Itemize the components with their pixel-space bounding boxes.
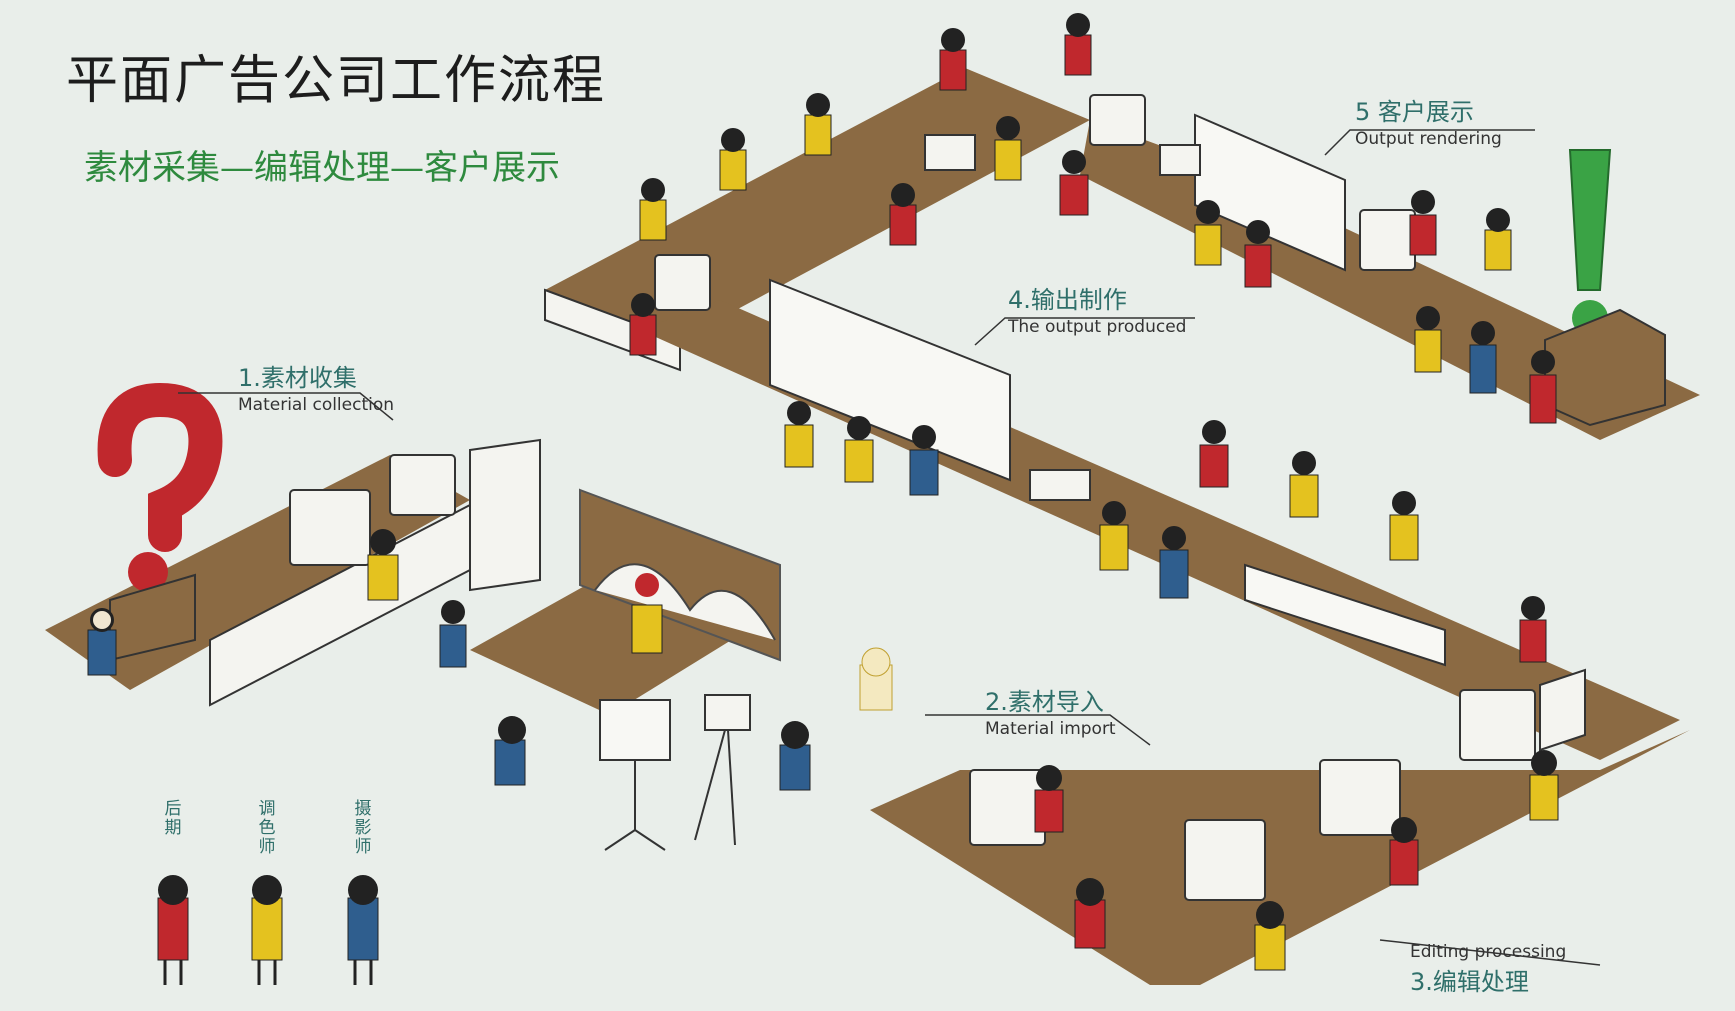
camera-icon: [695, 695, 750, 845]
role-label-colorist: 调色师: [255, 800, 279, 857]
question-mark-icon: [110, 400, 205, 660]
exclamation-mark-icon: [1545, 150, 1665, 425]
step-1-cn: 1.素材收集: [238, 358, 394, 393]
role-legend-figures: [158, 875, 378, 985]
step-5-label: 5 客户展示 Output rendering: [1355, 92, 1502, 149]
role-label-post-production: 后期: [161, 800, 185, 838]
step-2-en: Material import: [985, 719, 1116, 739]
step-3-cn: 3.编辑处理: [1410, 962, 1566, 997]
step-2-cn: 2.素材导入: [985, 682, 1116, 717]
step-4-en: The output produced: [1008, 317, 1186, 337]
step-3-en: Editing processing: [1410, 942, 1566, 962]
step-4-label: 4.输出制作 The output produced: [1008, 280, 1186, 337]
step-3-label: Editing processing 3.编辑处理: [1410, 940, 1566, 997]
role-label-photographer: 摄影师: [351, 800, 375, 857]
step-1-en: Material collection: [238, 395, 394, 415]
softbox-light-icon: [600, 700, 670, 850]
step-5-cn: 5 客户展示: [1355, 92, 1502, 127]
step-2-label: 2.素材导入 Material import: [985, 682, 1116, 739]
step-5-en: Output rendering: [1355, 129, 1502, 149]
step-1-label: 1.素材收集 Material collection: [238, 358, 394, 415]
page-title: 平面广告公司工作流程: [66, 38, 606, 113]
step-4-cn: 4.输出制作: [1008, 280, 1186, 315]
page-subtitle: 素材采集—编辑处理—客户展示: [84, 140, 560, 189]
